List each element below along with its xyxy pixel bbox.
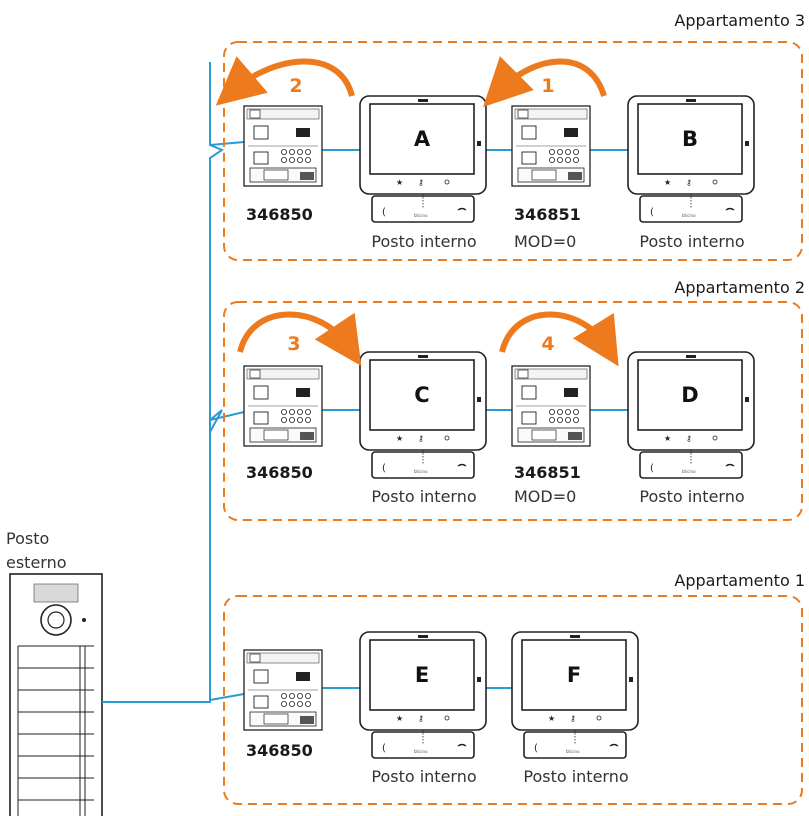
monitor-screen-label: A (414, 127, 431, 151)
outdoor-station (9, 573, 103, 816)
monitor-caption: Posto interno (639, 232, 744, 251)
apartment-1-title: Appartamento 1 (674, 571, 805, 590)
apartment-2-boundary (223, 301, 803, 521)
interface-code: 346851 (514, 205, 581, 224)
interface-code: 346851 (514, 463, 581, 482)
apartment-3-boundary (223, 41, 803, 261)
step-arrow (499, 311, 619, 367)
bus-branches (209, 141, 628, 701)
step-number: 3 (287, 333, 300, 355)
interface-code: 346850 (246, 463, 313, 482)
step-arrow (215, 56, 355, 106)
monitor-caption: Posto interno (371, 767, 476, 786)
monitor-caption: Posto interno (371, 232, 476, 251)
indoor-monitor-e: E (359, 631, 487, 759)
monitor-screen-label: C (414, 383, 429, 407)
step-number: 4 (541, 333, 554, 355)
step-arrow (483, 56, 607, 107)
outdoor-station-label-1: Posto (6, 529, 49, 548)
outdoor-station-label-2: esterno (6, 553, 67, 572)
apartment-1-boundary (223, 595, 803, 805)
interface-mod: MOD=0 (514, 487, 576, 506)
interface-module (511, 105, 591, 187)
indoor-monitor-d: D (627, 351, 755, 479)
monitor-screen-label: E (415, 663, 429, 687)
monitor-caption: Posto interno (371, 487, 476, 506)
indoor-monitor-f: F (511, 631, 639, 759)
apartment-2-title: Appartamento 2 (674, 278, 805, 297)
apartment-1: Appartamento 1 346850 E Posto interno F … (223, 571, 805, 805)
step-arrow (237, 311, 362, 366)
interface-code: 346850 (246, 205, 313, 224)
apartment-3-title: Appartamento 3 (674, 11, 805, 30)
indoor-monitor-b: B (627, 95, 755, 223)
bus-riser (102, 62, 225, 703)
step-number: 1 (541, 75, 554, 97)
monitor-caption: Posto interno (639, 487, 744, 506)
interface-code: 346850 (246, 741, 313, 760)
step-number: 2 (289, 75, 302, 97)
interface-module (243, 649, 323, 731)
indoor-monitor-c: C (359, 351, 487, 479)
interface-module (511, 365, 591, 447)
monitor-screen-label: D (681, 383, 698, 407)
interface-module (243, 105, 323, 187)
monitor-screen-label: B (682, 127, 698, 151)
interface-mod: MOD=0 (514, 232, 576, 251)
monitor-screen-label: F (567, 663, 581, 687)
monitor-caption: Posto interno (523, 767, 628, 786)
apartment-3: Appartamento 3 346850 A Posto interno 34… (215, 11, 805, 261)
interface-module (243, 365, 323, 447)
indoor-monitor-a: A (359, 95, 487, 223)
apartment-2: Appartamento 2 346850 C Posto interno 34… (223, 278, 805, 521)
